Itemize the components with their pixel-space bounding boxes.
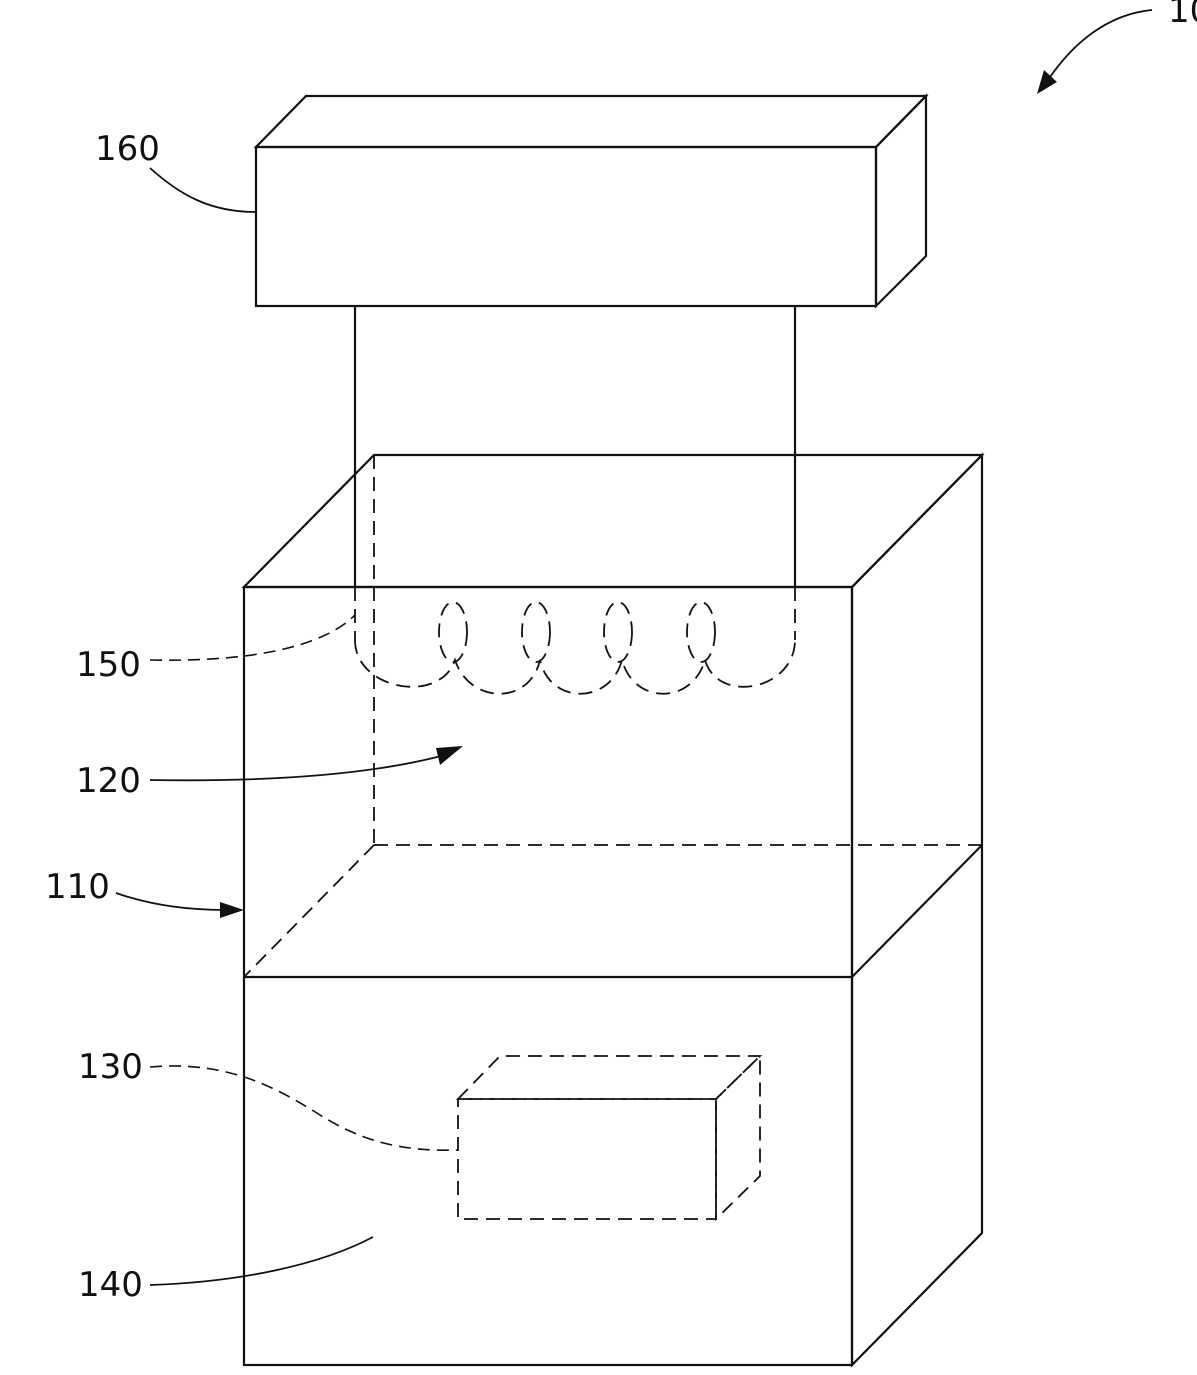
ref-110-group: 110	[45, 867, 244, 918]
ref-160-group: 160	[95, 129, 256, 212]
ref-140-group: 140	[78, 1237, 373, 1305]
power-supply-side-face	[876, 96, 926, 306]
ref-10-arrowhead	[1037, 70, 1057, 94]
ref-label-160: 160	[95, 129, 160, 169]
ref-10-group: 10	[1037, 0, 1197, 94]
power-supply-front-face	[256, 147, 876, 306]
ref-130-group: 130	[78, 1047, 458, 1150]
coil-loop-4	[687, 602, 715, 662]
ref-160-leader	[150, 168, 256, 212]
ref-110-leader	[116, 893, 225, 910]
component-box-front	[458, 1099, 716, 1219]
ref-label-140: 140	[78, 1265, 143, 1305]
ref-150-leader	[150, 615, 355, 660]
power-supply-top-face	[256, 96, 926, 147]
ref-120-group: 120	[76, 746, 463, 801]
heating-coil	[355, 587, 795, 694]
ref-120-leader	[150, 755, 445, 780]
ref-label-130: 130	[78, 1047, 143, 1087]
ref-120-arrowhead	[436, 746, 463, 765]
component-box	[458, 1056, 760, 1219]
partition-side-edge	[852, 845, 982, 977]
ref-110-arrowhead	[220, 902, 244, 918]
coil-loop-2	[522, 602, 550, 662]
ref-150-group: 150	[76, 615, 355, 685]
ref-140-leader	[150, 1237, 373, 1285]
coil-loop-1	[439, 602, 467, 662]
component-box-top	[458, 1056, 760, 1099]
component-box-side	[716, 1056, 760, 1219]
supply-wires	[355, 306, 795, 587]
coil-bottom-arcs	[355, 640, 795, 694]
ref-label-120: 120	[76, 761, 141, 801]
ref-label-110: 110	[45, 867, 110, 907]
ref-130-leader	[150, 1066, 458, 1150]
ref-label-10: 10	[1168, 0, 1197, 31]
ref-10-leader	[1048, 10, 1152, 80]
ref-label-150: 150	[76, 645, 141, 685]
power-supply-box	[256, 96, 926, 306]
coil-loop-3	[604, 602, 632, 662]
hidden-partition-left-edge	[244, 845, 374, 977]
